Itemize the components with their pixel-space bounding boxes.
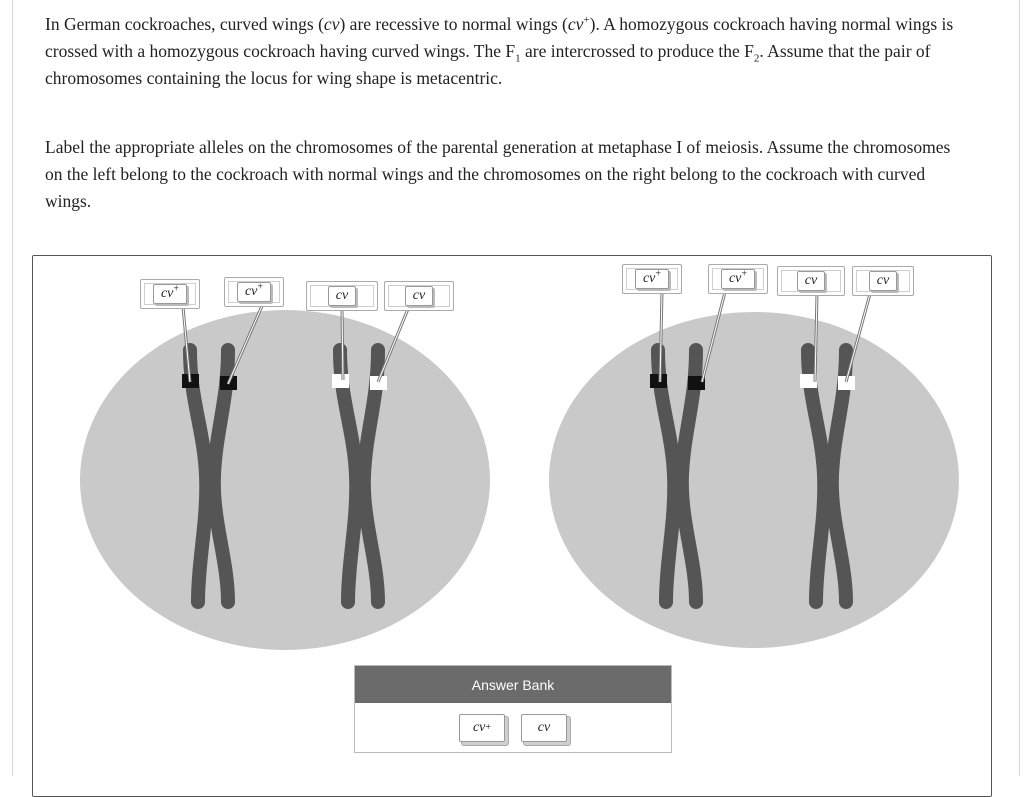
- label-box-right-3[interactable]: cv: [777, 266, 845, 296]
- answer-bank-title: Answer Bank: [355, 666, 671, 703]
- leader-line-inner: [701, 291, 726, 383]
- label-box-right-2[interactable]: cv+: [708, 264, 768, 294]
- chromosome-right-1: [650, 343, 705, 609]
- leader-line-inner: [659, 291, 663, 383]
- chromatid-left: [183, 343, 214, 609]
- cell-left: [80, 310, 490, 650]
- chromosome-right-2: [800, 343, 855, 609]
- allele-band: [838, 376, 855, 390]
- allele-band: [688, 376, 705, 390]
- chromatid-right: [356, 343, 385, 609]
- leader-line-inner: [227, 305, 263, 385]
- chromatid-right: [674, 343, 703, 609]
- allele-band: [650, 374, 667, 388]
- label-box-right-1[interactable]: cv+: [622, 264, 682, 294]
- leader-lines: [181, 291, 872, 385]
- allele-band: [800, 374, 817, 388]
- leader-line-inner: [182, 306, 191, 383]
- chromatid-left: [333, 343, 364, 609]
- answer-chip-cv[interactable]: cv: [521, 714, 567, 742]
- label-box-left-4[interactable]: cv: [384, 281, 454, 311]
- chromosomes: [182, 343, 855, 609]
- leader-line-inner: [377, 308, 409, 383]
- question-intro: In German cockroaches, curved wings (cv)…: [45, 14, 954, 88]
- chromatid-right: [824, 343, 853, 609]
- label-box-right-4[interactable]: cv: [852, 266, 914, 296]
- question-instructions: Label the appropriate alleles on the chr…: [45, 137, 951, 211]
- leader-line-inner: [814, 293, 818, 383]
- label-box-left-1[interactable]: cv+: [140, 279, 200, 309]
- answer-bank: Answer Bank cv+ cv: [354, 665, 672, 753]
- answer-chip-cv-plus[interactable]: cv+: [459, 714, 505, 742]
- chromatid-left: [801, 343, 832, 609]
- answer-bank-items: cv+ cv: [355, 703, 671, 742]
- chromosome-left-2: [332, 343, 387, 609]
- allele-band: [370, 376, 387, 390]
- leader-line-inner: [341, 308, 344, 381]
- chromosome-diagram: [80, 291, 959, 650]
- label-box-left-3[interactable]: cv: [306, 281, 378, 311]
- allele-band: [332, 374, 349, 388]
- chromosome-left-1: [182, 343, 237, 609]
- chromatid-right: [206, 343, 235, 609]
- label-box-left-2[interactable]: cv+: [224, 277, 284, 307]
- cell-right: [549, 312, 959, 648]
- chromatid-left: [651, 343, 682, 609]
- leader-line-inner: [845, 293, 871, 383]
